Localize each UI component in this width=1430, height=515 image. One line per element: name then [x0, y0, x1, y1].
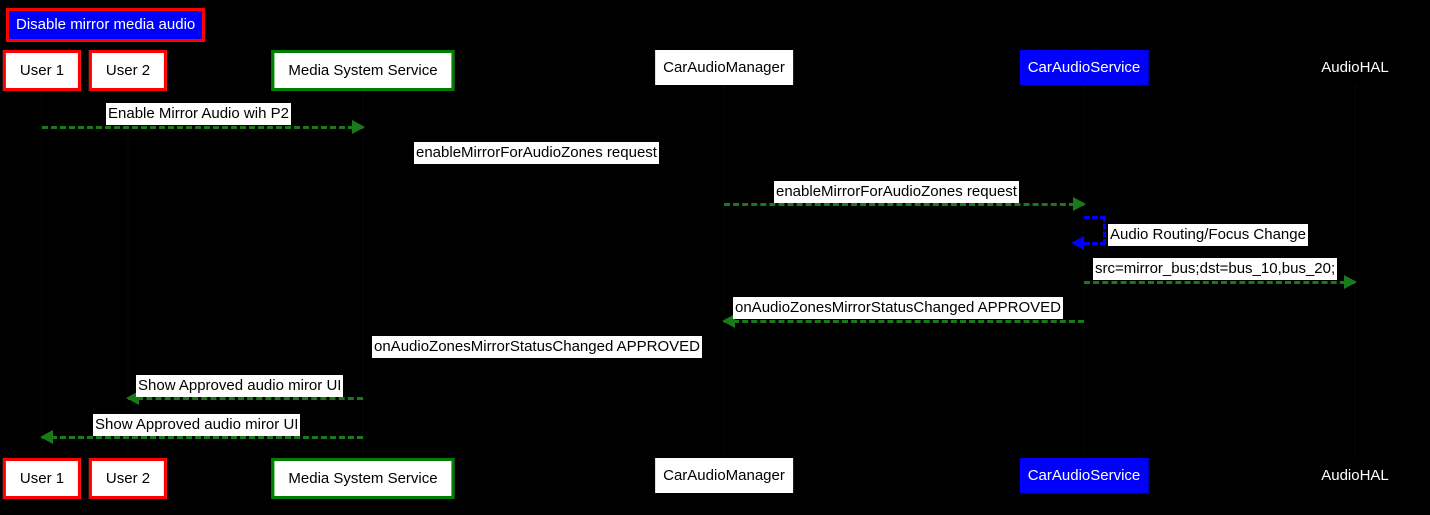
participant-label: User 2 [105, 62, 151, 79]
participant-top-cas: CarAudioService [1019, 50, 1149, 85]
arrowhead-icon [352, 120, 365, 134]
lifeline-user2 [127, 85, 129, 458]
participant-label: AudioHAL [1321, 467, 1389, 484]
message-line [128, 397, 363, 400]
participant-top-user2: User 2 [88, 50, 168, 91]
message-label-m9: Show Approved audio miror UI [93, 414, 301, 436]
message-line [724, 320, 1084, 323]
arrowhead-icon [1344, 275, 1357, 289]
self-message-m4 [1071, 216, 1106, 250]
participant-top-cam: CarAudioManager [655, 50, 793, 85]
lifeline-hal [1354, 85, 1356, 458]
message-label-m8: Show Approved audio miror UI [136, 375, 344, 397]
participant-label: User 2 [105, 470, 151, 487]
participant-bottom-cam: CarAudioManager [655, 458, 793, 493]
participant-label: Media System Service [288, 470, 438, 487]
participant-bottom-user1: User 1 [2, 458, 82, 499]
participant-label: CarAudioService [1027, 467, 1141, 484]
participant-bottom-hal: AudioHAL [1313, 458, 1397, 493]
participant-bottom-cas: CarAudioService [1019, 458, 1149, 493]
participant-label: CarAudioService [1027, 59, 1141, 76]
participant-bottom-mss: Media System Service [271, 458, 455, 499]
participant-label: Media System Service [288, 62, 438, 79]
lifeline-cas [1083, 85, 1085, 458]
diagram-title: Disable mirror media audio [6, 8, 206, 42]
participant-label: AudioHAL [1321, 59, 1389, 76]
lifeline-user1 [41, 85, 43, 458]
participant-top-user1: User 1 [2, 50, 82, 91]
message-line [724, 203, 1084, 206]
participant-label: CarAudioManager [663, 467, 785, 484]
message-label-m4: Audio Routing/Focus Change [1108, 224, 1308, 246]
message-label-m7: onAudioZonesMirrorStatusChanged APPROVED [372, 336, 703, 358]
participant-top-hal: AudioHAL [1313, 50, 1397, 85]
message-label-m2: enableMirrorForAudioZones request [414, 142, 659, 164]
participant-bottom-user2: User 2 [88, 458, 168, 499]
message-label-m5: src=mirror_bus;dst=bus_10,bus_20; [1093, 258, 1338, 280]
message-label-m6: onAudioZonesMirrorStatusChanged APPROVED [733, 297, 1064, 319]
participant-label: CarAudioManager [663, 59, 785, 76]
participant-label: User 1 [19, 62, 65, 79]
message-line [1084, 281, 1355, 284]
lifeline-mss [362, 85, 364, 458]
arrowhead-icon [722, 314, 735, 328]
arrowhead-icon [126, 391, 139, 405]
message-line [42, 436, 363, 439]
participant-label: User 1 [19, 470, 65, 487]
arrowhead-icon [40, 430, 53, 444]
arrowhead-icon [1073, 197, 1086, 211]
arrowhead-icon [1071, 236, 1084, 250]
message-label-m1: Enable Mirror Audio wih P2 [106, 103, 291, 125]
message-label-m3: enableMirrorForAudioZones request [774, 181, 1019, 203]
participant-top-mss: Media System Service [271, 50, 455, 91]
lifeline-cam [723, 85, 725, 458]
message-line [42, 126, 363, 129]
